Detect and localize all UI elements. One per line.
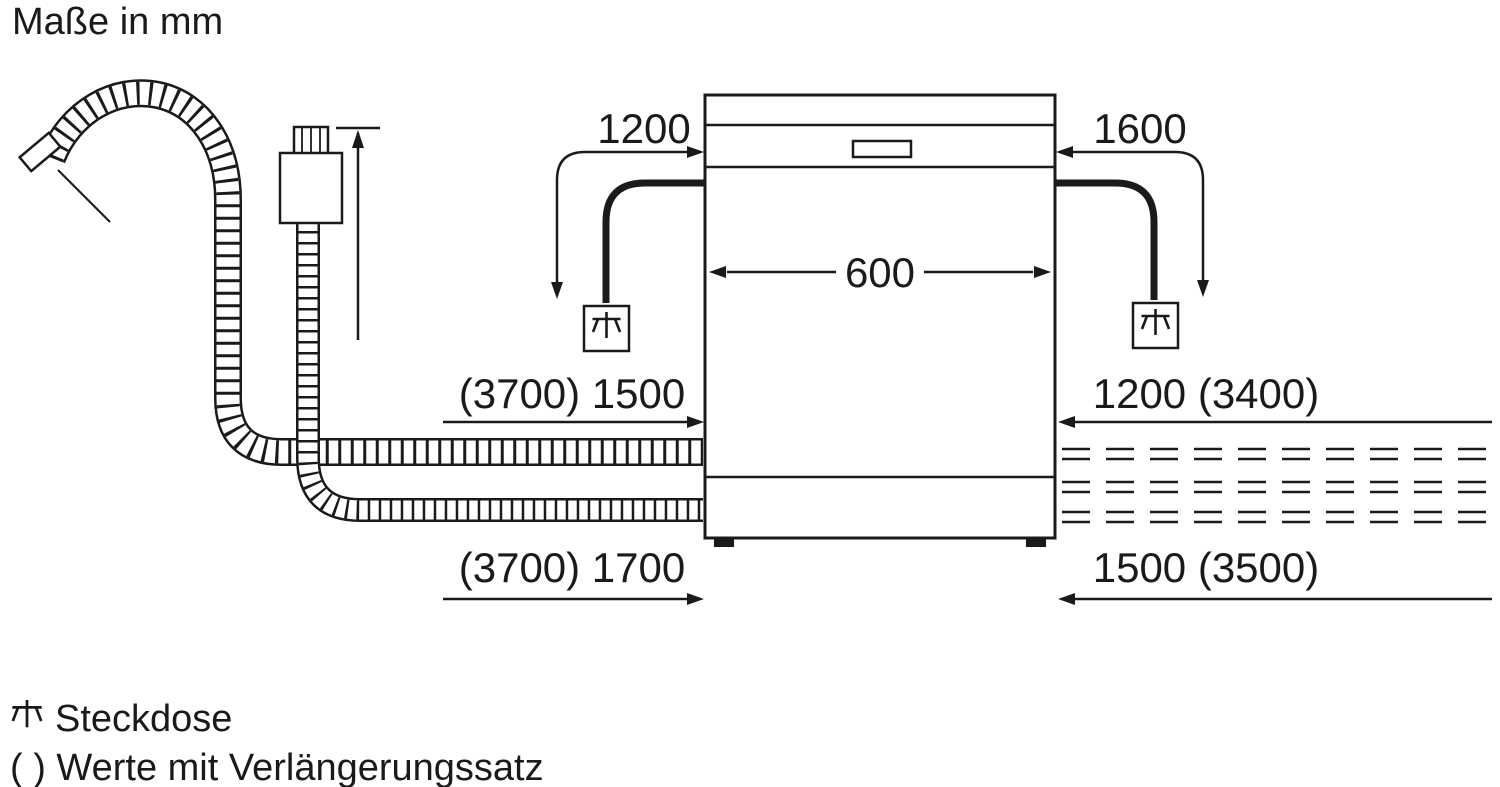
dim-label-cord-right: 1600 xyxy=(1093,105,1186,152)
right-arrow-icon xyxy=(687,416,704,428)
right-arrow-icon xyxy=(687,146,704,158)
right-arrow-icon xyxy=(1034,266,1051,278)
legend-socket-label: Steckdose xyxy=(55,698,232,740)
hose-extension-dashed-lines xyxy=(1062,447,1492,524)
left-arrow-icon xyxy=(1058,416,1075,428)
dim-label-drain-top-right: 1200 (3400) xyxy=(1093,370,1320,417)
dishwasher-handle xyxy=(851,139,913,159)
dishwasher-foot-right xyxy=(1026,538,1046,547)
dim-appliance-width: 600 xyxy=(709,249,1051,296)
aquastop-valve xyxy=(278,125,344,225)
dim-label-supply-bottom-left: (3700) 1700 xyxy=(459,544,686,591)
right-arrow-icon xyxy=(687,593,704,605)
dim-supply-top-left: (3700) 1500 xyxy=(443,370,704,428)
dim-cord-left: 1200 xyxy=(551,105,704,299)
drain-hose xyxy=(38,79,703,466)
power-cord-right xyxy=(1054,179,1158,300)
supply-hose xyxy=(296,220,703,522)
dim-drain-top-right: 1200 (3400) xyxy=(1058,370,1492,428)
left-arrow-icon xyxy=(1058,593,1075,605)
dim-cord-right: 1600 xyxy=(1056,105,1209,297)
aquastop-body xyxy=(278,151,344,225)
dim-label-drain-bottom-right: 1500 (3500) xyxy=(1093,544,1320,591)
socket-icon-left xyxy=(582,304,631,353)
diagram-title: Maße in mm xyxy=(12,1,223,43)
legend: Steckdose ( ) Werte mit Verlängerungssat… xyxy=(10,698,544,787)
dim-supply-bottom-left: (3700) 1700 xyxy=(443,544,704,605)
left-arrow-icon xyxy=(709,266,726,278)
down-arrow-icon xyxy=(551,282,563,299)
legend-extension-note: ( ) Werte mit Verlängerungssatz xyxy=(10,747,544,787)
height-reference-line xyxy=(336,126,380,340)
hose-connector-leader-line xyxy=(57,169,111,223)
left-arrow-icon xyxy=(1056,146,1073,158)
socket-icon-right xyxy=(1131,301,1180,350)
dim-label-cord-left: 1200 xyxy=(597,105,690,152)
power-cord-left xyxy=(602,179,706,303)
up-arrow-icon xyxy=(352,130,364,148)
dim-drain-bottom-right: 1500 (3500) xyxy=(1058,544,1492,605)
down-arrow-icon xyxy=(1197,280,1209,297)
legend-socket-icon xyxy=(10,698,44,729)
hose-connector xyxy=(17,131,63,173)
dim-label-appliance-width: 600 xyxy=(845,249,915,296)
dim-label-supply-top-left: (3700) 1500 xyxy=(459,370,686,417)
dishwasher-foot-left xyxy=(714,538,734,547)
dishwasher xyxy=(703,93,1057,547)
